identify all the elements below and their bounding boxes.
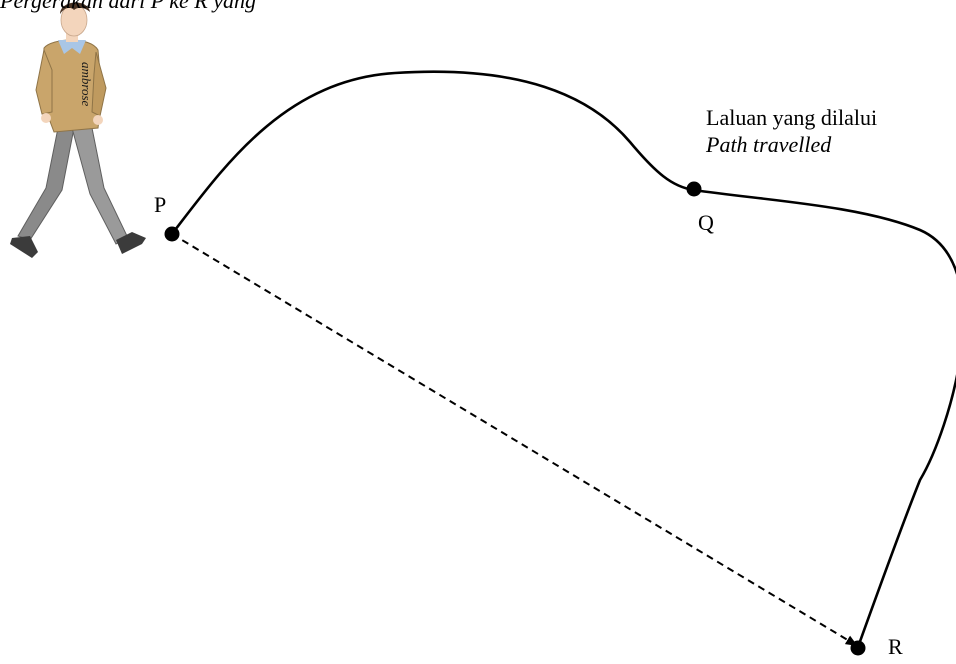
point-r-dot — [850, 640, 866, 656]
shirt-text: ambrose — [79, 62, 94, 107]
collar-icon — [58, 40, 86, 54]
walking-man-illustration: ambrose — [10, 2, 146, 258]
point-q-label: Q — [698, 210, 714, 235]
point-p-dot — [164, 226, 180, 242]
path-label-english: Path travelled — [706, 132, 832, 157]
path-label: Laluan yang dilalui Path travelled — [706, 104, 877, 158]
shoe-front-icon — [116, 232, 146, 254]
shoe-back-icon — [10, 236, 38, 258]
point-r-label: R — [888, 634, 903, 659]
path-label-malay: Laluan yang dilalui — [706, 105, 878, 130]
displacement-arrow — [171, 233, 858, 647]
hair-icon — [60, 2, 90, 14]
point-q-dot — [686, 181, 702, 197]
point-p-label: P — [154, 192, 167, 217]
top-caption-partial: Pergerakan dari P ke R yang — [0, 0, 256, 13]
travelled-path-curve — [170, 70, 956, 648]
